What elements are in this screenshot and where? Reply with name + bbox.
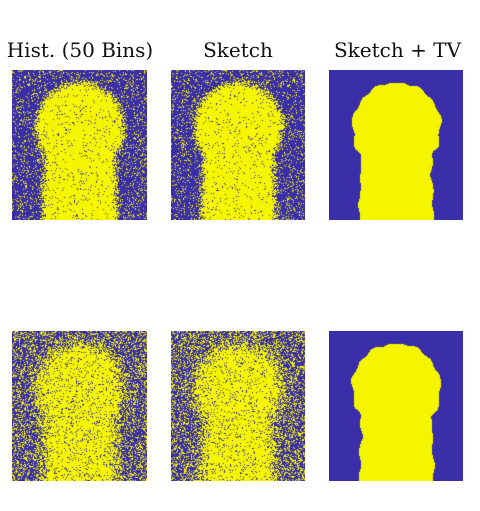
panel-row1-sketch [171, 70, 305, 220]
segmentation-image [329, 331, 463, 481]
column-title-sketch: Sketch [203, 38, 273, 62]
panel-row1-sketch-tv [329, 70, 463, 220]
segmentation-image [329, 70, 463, 220]
panel-row2-hist [12, 331, 147, 481]
segmentation-image [12, 70, 147, 220]
segmentation-image [12, 331, 147, 481]
segmentation-image [171, 70, 305, 220]
panel-row2-sketch-tv [329, 331, 463, 481]
column-title-hist: Hist. (50 Bins) [6, 38, 154, 62]
column-title-sketch-tv: Sketch + TV [333, 38, 462, 62]
panel-row1-hist [12, 70, 147, 220]
segmentation-image [171, 331, 305, 481]
panel-row2-sketch [171, 331, 305, 481]
